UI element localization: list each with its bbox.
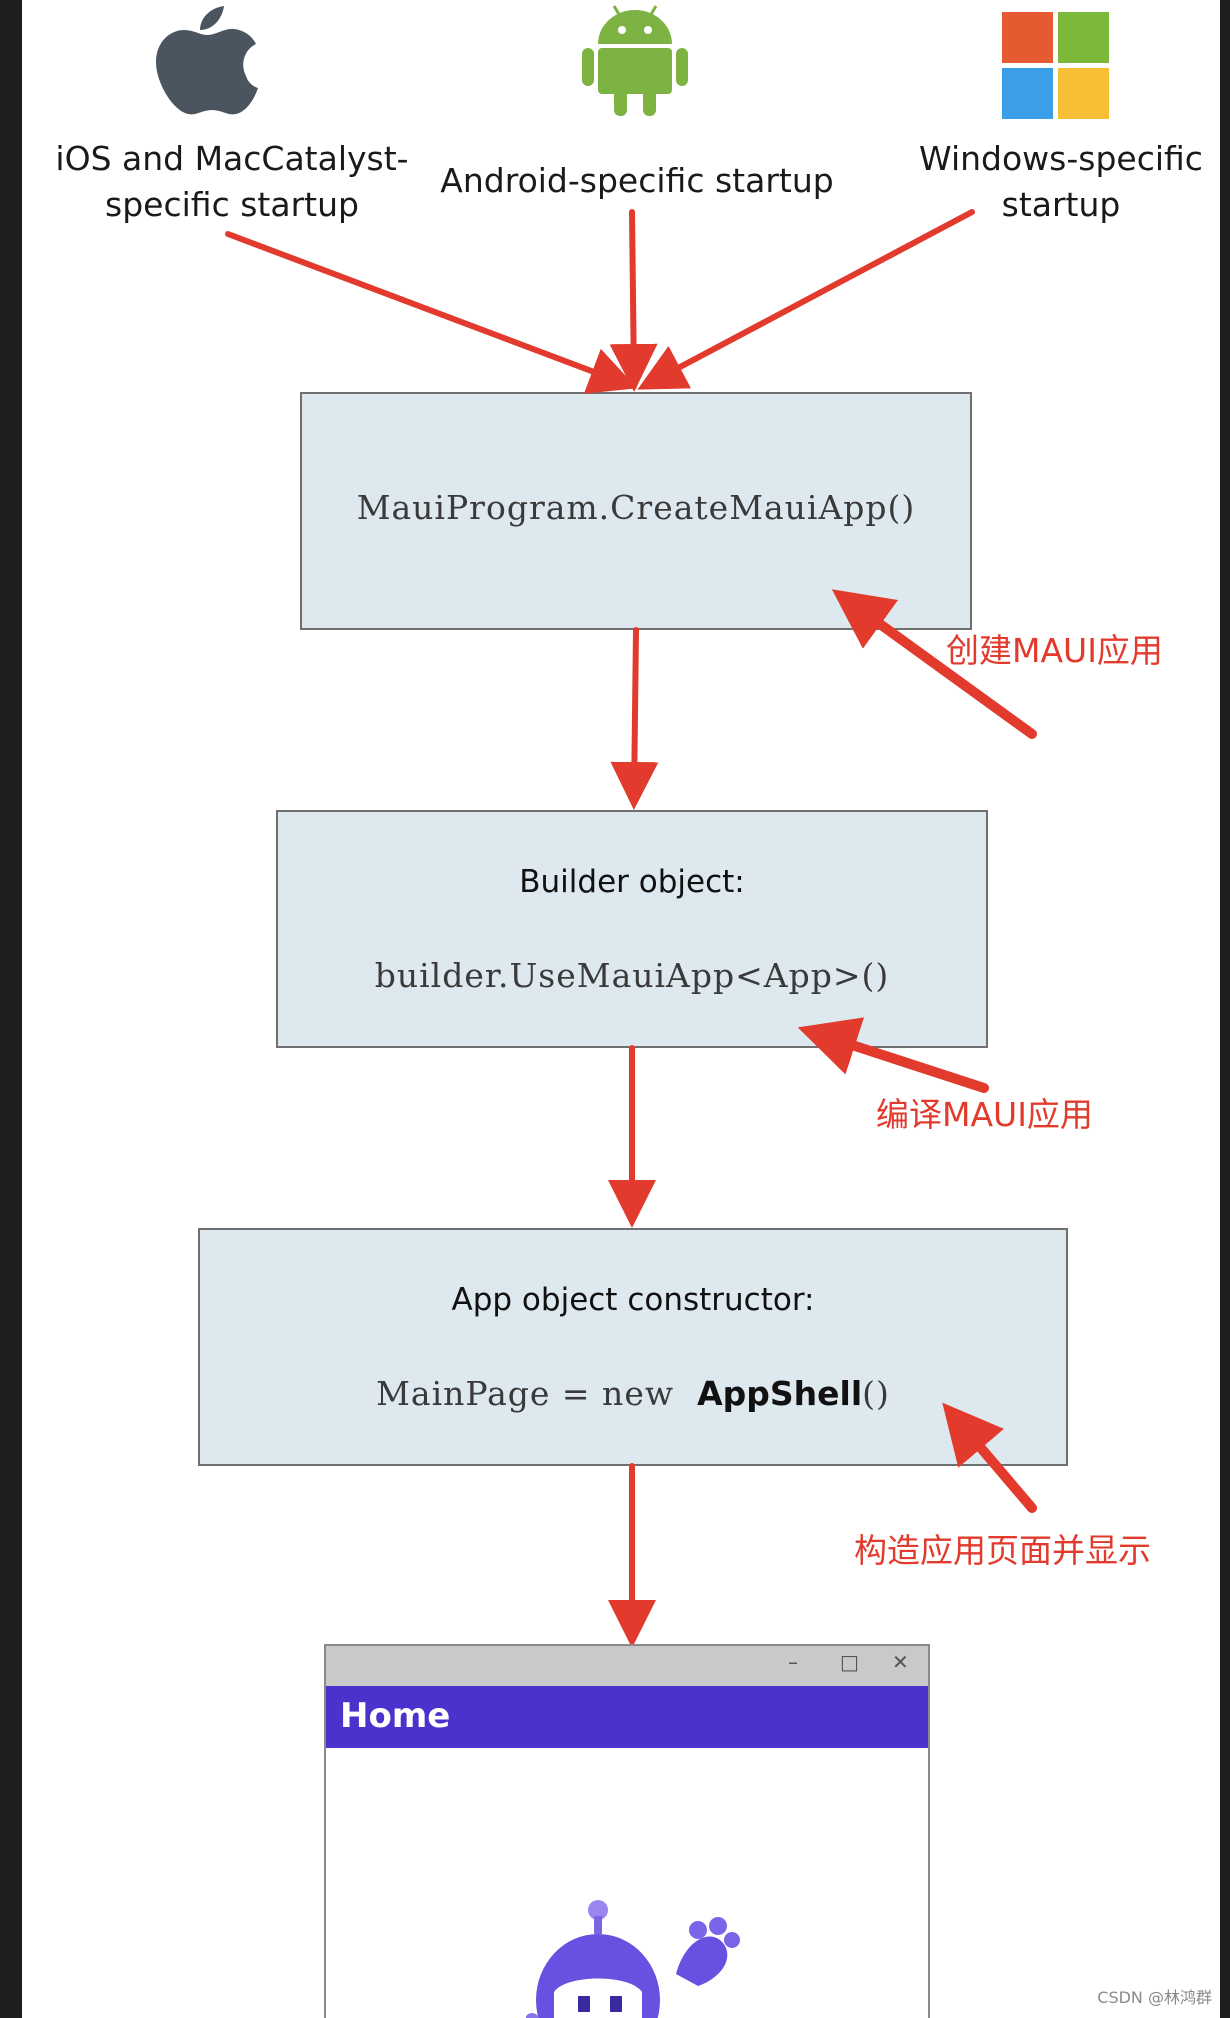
annotation-app: 构造应用页面并显示 (854, 1531, 1151, 1570)
builder-object-code: builder.UseMauiApp<App>() (374, 956, 890, 995)
appshell-class: AppShell (697, 1374, 863, 1413)
page-title: Home (340, 1696, 451, 1736)
app-constructor-code: MainPage = new AppShell() (200, 1374, 1066, 1413)
close-icon[interactable]: ✕ (892, 1650, 909, 1674)
builder-object-box: Builder object: builder.UseMauiApp<App>(… (276, 810, 988, 1048)
minimize-icon[interactable]: – (788, 1650, 798, 1674)
diagram-canvas: iOS and MacCatalyst- specific startup An… (22, 0, 1220, 2018)
android-startup-label: Android-specific startup (440, 161, 834, 200)
builder-object-title: Builder object: (519, 864, 745, 900)
app-window: – □ ✕ Home (324, 1644, 930, 2018)
annotation-arrow-app (942, 1402, 1037, 1513)
dotnet-bot-icon (526, 1900, 740, 2018)
window-titlebar: – □ ✕ (326, 1646, 928, 1686)
watermark: CSDN @林鸿群 (1097, 1988, 1212, 2007)
android-icon (582, 5, 688, 116)
annotation-arrow-builder (797, 1017, 989, 1093)
annotation-builder: 编译MAUI应用 (876, 1095, 1093, 1134)
windows-startup-label: Windows-specific startup (919, 139, 1203, 224)
windows-icon (1002, 12, 1109, 119)
maximize-icon[interactable]: □ (840, 1650, 859, 1674)
app-constructor-title: App object constructor: (451, 1282, 815, 1318)
annotation-create: 创建MAUI应用 (946, 631, 1163, 670)
nav-bar: Home (326, 1686, 928, 1748)
arrow-android-to-create (609, 209, 658, 392)
create-maui-app-code: MauiProgram.CreateMauiApp() (356, 488, 916, 527)
mainpage-assignment: MainPage = new (376, 1374, 675, 1413)
annotation-arrow-create (831, 589, 1037, 739)
arrow-create-to-builder (610, 627, 659, 810)
arrow-windows-to-create (637, 209, 975, 390)
ios-startup-label: iOS and MacCatalyst- specific startup (55, 139, 409, 224)
arrow-ios-to-create (225, 231, 638, 394)
app-constructor-box: App object constructor: MainPage = new A… (198, 1228, 1068, 1466)
apple-icon (156, 6, 258, 115)
flow-arrows (225, 209, 1037, 1648)
constructor-parens: () (862, 1374, 890, 1413)
